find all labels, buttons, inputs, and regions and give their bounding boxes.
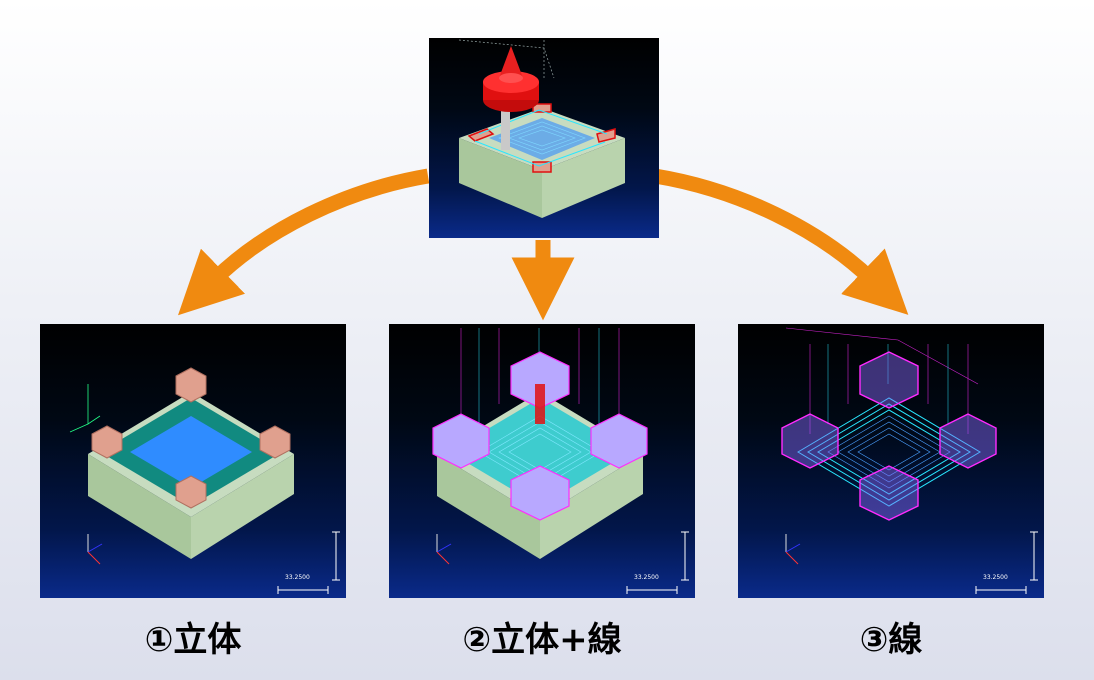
scale-label: 33.2500	[983, 574, 1008, 581]
caption-solid-plus-line: ②立体+線	[462, 620, 622, 660]
line-view-panel: 33.2500	[738, 324, 1044, 598]
solid-plus-line-panel: 33.2500	[389, 324, 695, 598]
arrow-right	[653, 168, 909, 315]
machining-simulation-panel	[429, 38, 659, 238]
scale-label: 33.2500	[634, 574, 659, 581]
caption-solid: ①立体	[144, 620, 242, 660]
caption-line: ③線	[859, 620, 923, 660]
scale-label: 33.2500	[285, 574, 310, 581]
solid-view-panel: 33.2500	[40, 324, 346, 598]
arrow-left	[177, 168, 430, 316]
